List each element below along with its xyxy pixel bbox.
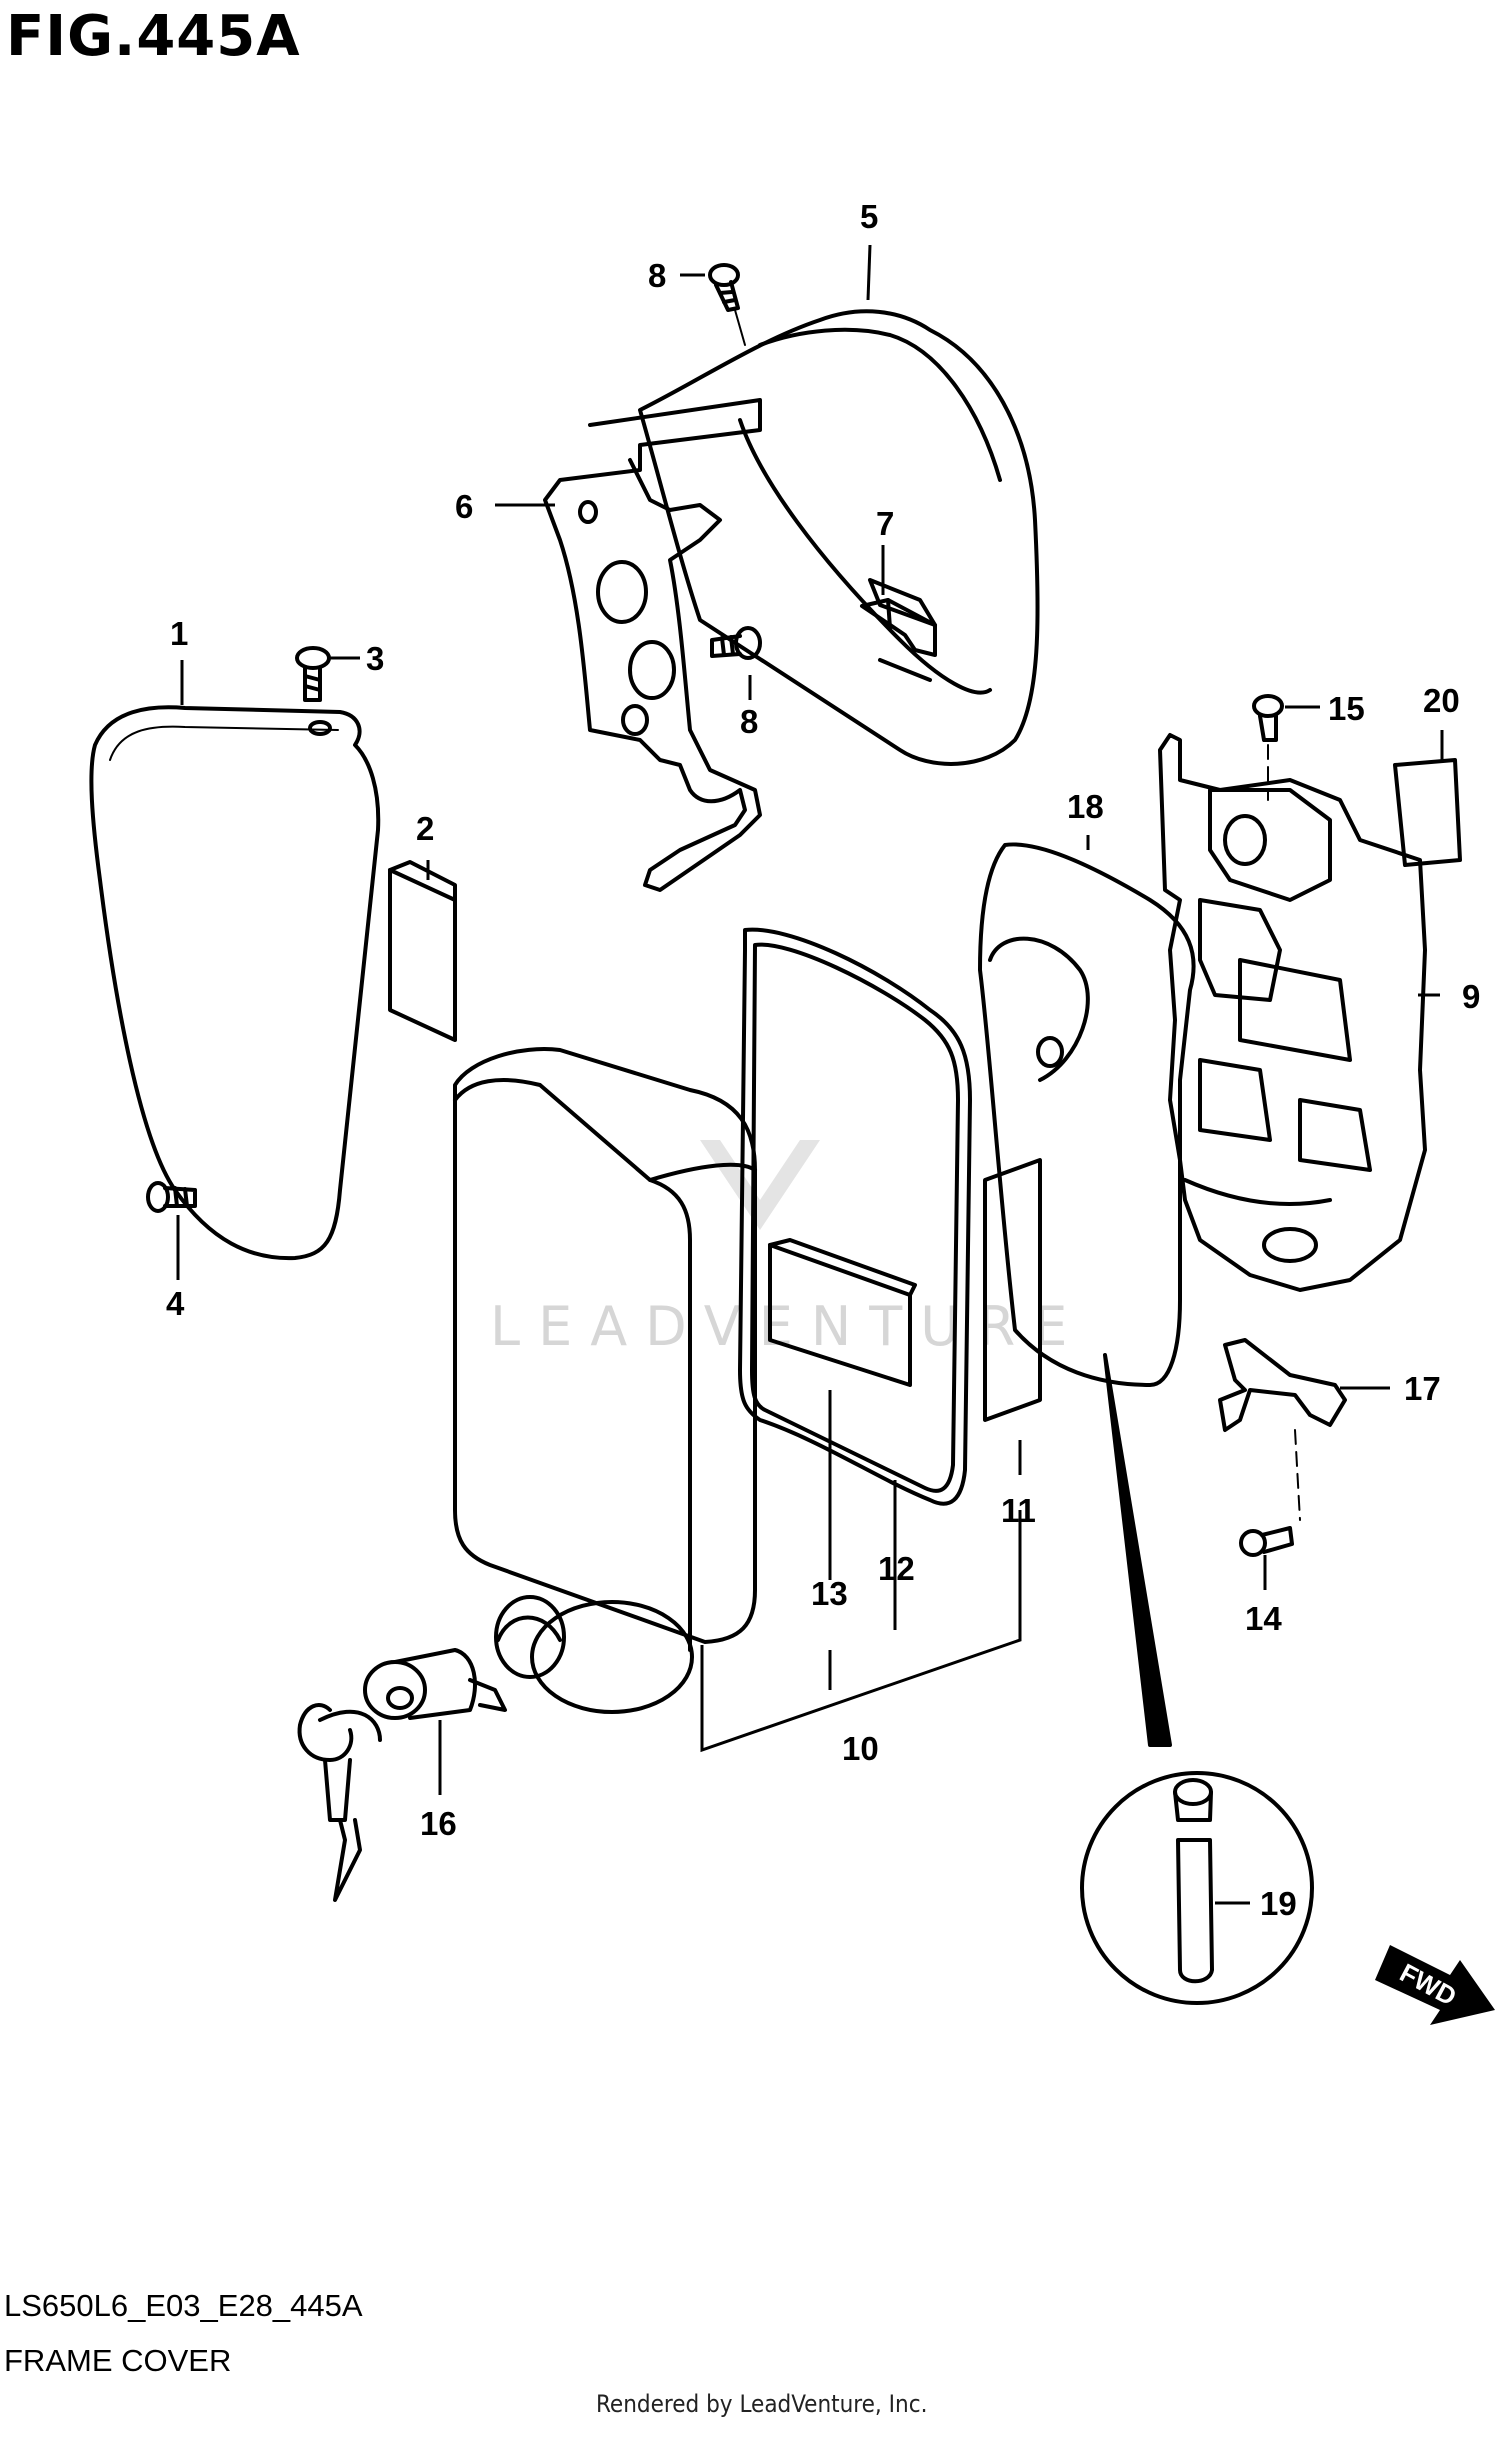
watermark: LEADVENTURE (490, 1140, 1085, 1358)
part-20-label (1393, 758, 1462, 867)
part-7-clip (860, 598, 937, 657)
callout-20: 20 (1423, 682, 1460, 719)
part-10-storage-box (453, 1047, 757, 1714)
callout-6: 6 (455, 488, 473, 525)
callout-14: 14 (1245, 1600, 1282, 1637)
callout-15: 15 (1328, 690, 1365, 727)
part-16-key-lock (297, 1648, 507, 1902)
model-code: LS650L6_E03_E28_445A (4, 2288, 363, 2323)
part-11-pad (983, 1158, 1042, 1422)
part-19-detail (1080, 1353, 1314, 2005)
callout-1: 1 (170, 615, 188, 652)
part-3-screw (295, 646, 331, 702)
part-15-screw (1252, 694, 1284, 801)
callout-9: 9 (1462, 978, 1480, 1015)
callout-5: 5 (860, 198, 878, 235)
callout-8-upper: 8 (648, 257, 666, 294)
callout-8-lower: 8 (740, 703, 758, 740)
part-14-screw (1239, 1526, 1294, 1557)
part-2-cushion (388, 860, 457, 1042)
callout-19: 19 (1260, 1885, 1297, 1922)
part-13-sticker (768, 1238, 917, 1387)
leader-10 (700, 1510, 1022, 1753)
callout-17: 17 (1404, 1370, 1441, 1407)
render-credit: Rendered by LeadVenture, Inc. (596, 2390, 928, 2418)
part-6-bracket (543, 398, 762, 892)
part-18-cover-shell (978, 842, 1196, 1387)
callout-11: 11 (1001, 1492, 1036, 1529)
callout-10: 10 (842, 1730, 879, 1767)
figure-caption: FRAME COVER (4, 2343, 232, 2378)
part-4-bolt (146, 1181, 197, 1213)
callout-16: 16 (420, 1805, 457, 1842)
callout-18: 18 (1067, 788, 1104, 825)
watermark-text: LEADVENTURE (490, 1295, 1085, 1358)
callout-2: 2 (416, 810, 434, 847)
figure-title: FIG.445A (6, 4, 301, 69)
part-9-mounting-bracket (1158, 733, 1427, 1292)
callout-12: 12 (878, 1550, 915, 1587)
callout-4: 4 (166, 1285, 185, 1322)
part-17-latch (1218, 1338, 1347, 1521)
part-8-screw-lower (710, 626, 762, 660)
part-1-side-cover (89, 705, 381, 1261)
part-12-gasket (738, 927, 972, 1506)
fwd-arrow-icon (1375, 1945, 1495, 2025)
leader-5 (866, 244, 872, 301)
part-8-screw-upper (708, 263, 746, 346)
callout-13: 13 (811, 1575, 848, 1612)
callout-7: 7 (876, 505, 894, 542)
callout-3: 3 (366, 640, 384, 677)
